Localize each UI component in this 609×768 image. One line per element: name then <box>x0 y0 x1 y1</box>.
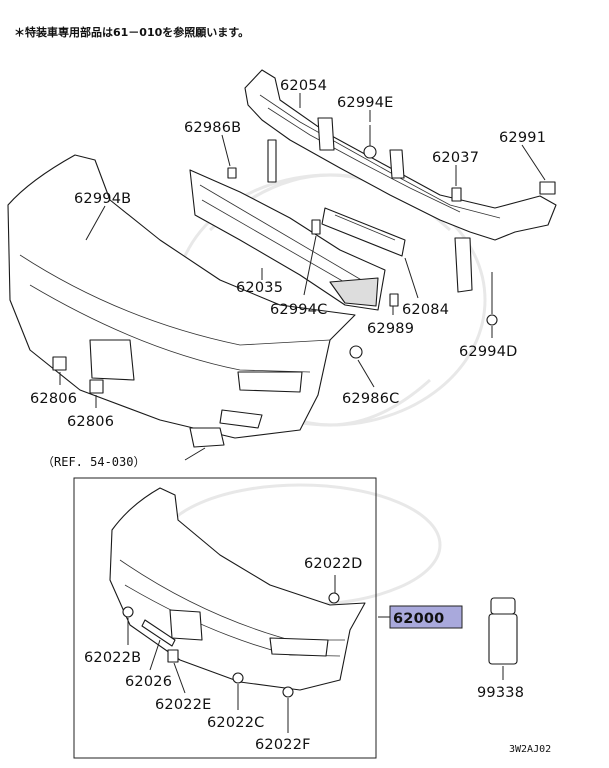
label-62022E: 62022E <box>155 697 212 713</box>
grille-62035 <box>189 169 386 311</box>
label-99338: 99338 <box>477 685 524 701</box>
clip-62991 <box>539 181 556 195</box>
clip-62037 <box>451 187 462 202</box>
fastener-62986B <box>227 167 237 179</box>
label-62022B: 62022B <box>84 650 141 666</box>
assembly-box <box>73 477 377 759</box>
paint-bottle-99338 <box>488 597 518 665</box>
label-62026: 62026 <box>125 674 172 690</box>
reference-label: （REF. 54-030） <box>42 455 145 469</box>
part-labels: 62054 62994E 62986B 62991 62037 62994B 6… <box>30 78 546 753</box>
ref-part-54-030 <box>189 427 225 448</box>
label-62806b: 62806 <box>67 414 114 430</box>
label-62994B: 62994B <box>74 191 131 207</box>
note-text: ＊特装車専用部品は61－010を参照願います。 <box>14 25 249 39</box>
diagram-code: 3W2AJ02 <box>509 744 551 755</box>
label-62084: 62084 <box>402 302 449 318</box>
marker-62806a <box>52 356 67 371</box>
bumper-assembly-62000 <box>109 487 366 698</box>
screw-62986C <box>349 345 363 359</box>
label-62806a: 62806 <box>30 391 77 407</box>
label-62022F: 62022F <box>255 737 311 753</box>
label-62986B: 62986B <box>184 120 241 136</box>
screw-62994C <box>311 219 321 235</box>
label-62989: 62989 <box>367 321 414 337</box>
label-62994C: 62994C <box>270 302 327 318</box>
label-62037: 62037 <box>432 150 479 166</box>
label-62054: 62054 <box>280 78 327 94</box>
label-62986C: 62986C <box>342 391 399 407</box>
label-62035: 62035 <box>236 280 283 296</box>
clip-62989 <box>389 293 399 307</box>
bumper-cover-upper <box>7 154 356 439</box>
fastener-62994E <box>363 125 377 159</box>
marker-62806b <box>89 379 104 394</box>
label-62000: 62000 <box>393 611 444 627</box>
label-62022D: 62022D <box>304 556 363 572</box>
bolt-62994D <box>486 272 498 326</box>
label-62994D: 62994D <box>459 344 518 360</box>
reinforcement-bar-62054 <box>244 69 557 293</box>
label-62991: 62991 <box>499 130 546 146</box>
bracket-62084 <box>321 207 406 257</box>
leader-lines <box>59 93 546 733</box>
label-62994E: 62994E <box>337 95 394 111</box>
label-62022C: 62022C <box>207 715 264 731</box>
